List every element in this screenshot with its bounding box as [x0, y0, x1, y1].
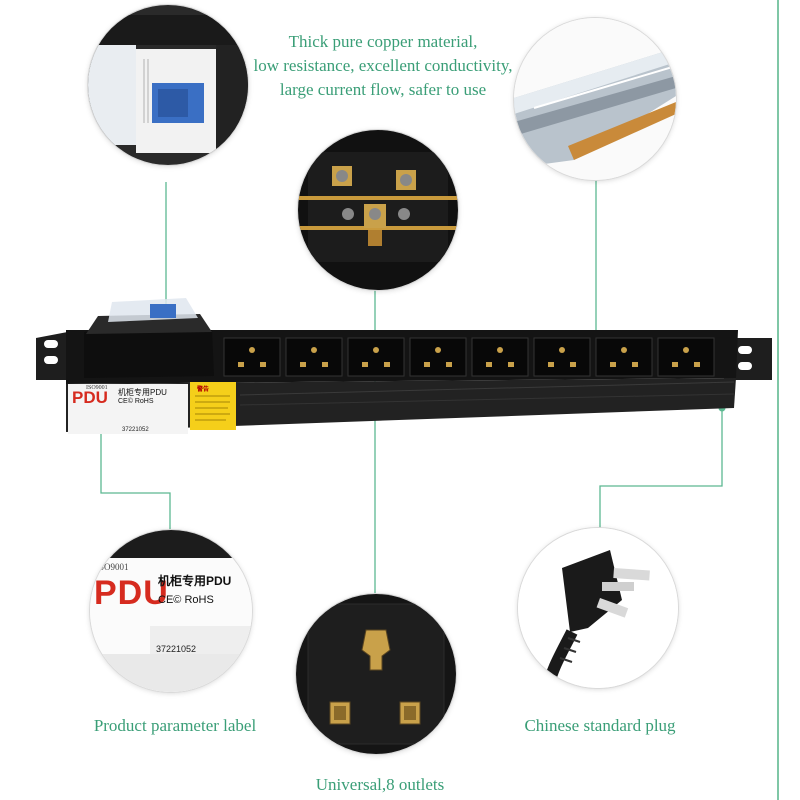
warning-label-title: 警告 — [197, 387, 210, 393]
small-label-iso: ISO9001 — [86, 385, 108, 391]
plug-pin-top — [613, 568, 650, 581]
closeup-label-iso: ISO9001 — [96, 562, 129, 572]
leader-plug — [599, 408, 723, 528]
breaker-switch — [150, 304, 176, 318]
label-closeup: ISO9001 PDU 机柜专用PDU CE© RoHS 37221052 — [90, 530, 252, 692]
warning-label-sticker — [190, 382, 236, 430]
label-caption: Product parameter label — [93, 716, 257, 735]
plug-body — [562, 550, 622, 632]
outlet-3 — [347, 337, 405, 377]
product-label-sticker — [68, 384, 188, 434]
outlet-row — [223, 337, 715, 377]
copper-caption-line-3: large current flow, safer to use — [279, 80, 487, 99]
outlet-closeup-image — [296, 594, 456, 754]
closeup-label-title: 机柜专用PDU — [158, 574, 232, 588]
outlet-8 — [657, 337, 715, 377]
right-edge-rule — [777, 0, 779, 800]
leader-label — [100, 425, 171, 530]
breaker-closeup-image — [88, 5, 248, 165]
copper-caption-line-2: low resistance, excellent conductivity, — [253, 56, 513, 75]
outlet-5 — [471, 337, 529, 377]
outlet-closeup — [296, 594, 456, 754]
plug-closeup — [518, 528, 678, 688]
outlet-4 — [409, 337, 467, 377]
copper-strip-closeup — [514, 18, 676, 180]
terminal-closeup — [298, 130, 458, 290]
small-label-certs: CE© RoHS — [118, 398, 154, 405]
small-label-serial: 37221052 — [122, 427, 149, 433]
label-closeup-bg — [90, 530, 252, 692]
breaker-closeup — [88, 5, 248, 165]
outlet-top-slot — [361, 629, 391, 671]
outlet-1 — [223, 337, 281, 377]
closeup-label-brand: PDU — [94, 574, 169, 612]
plug-caption: Chinese standard plug — [524, 716, 676, 735]
outlets-caption: Universal,8 outlets — [315, 775, 445, 794]
breaker-housing — [84, 330, 214, 378]
copper-strip-image — [514, 18, 676, 180]
terminal-closeup-image — [298, 130, 458, 290]
plug-closeup-image — [518, 528, 678, 688]
outlet-7 — [595, 337, 653, 377]
plug-pin-bottom — [596, 598, 629, 618]
small-label-brand: PDU — [72, 388, 108, 407]
plug-pin-earth — [602, 582, 634, 591]
copper-caption: Thick pure copper material, low resistan… — [238, 30, 528, 102]
small-label-title: 机柜专用PDU — [118, 388, 167, 397]
copper-caption-line-1: Thick pure copper material, — [288, 32, 478, 51]
outlet-6 — [533, 337, 591, 377]
closeup-label-serial: 37221052 — [156, 644, 197, 654]
outlet-2 — [285, 337, 343, 377]
closeup-label-certs: CE© RoHS — [158, 594, 214, 606]
